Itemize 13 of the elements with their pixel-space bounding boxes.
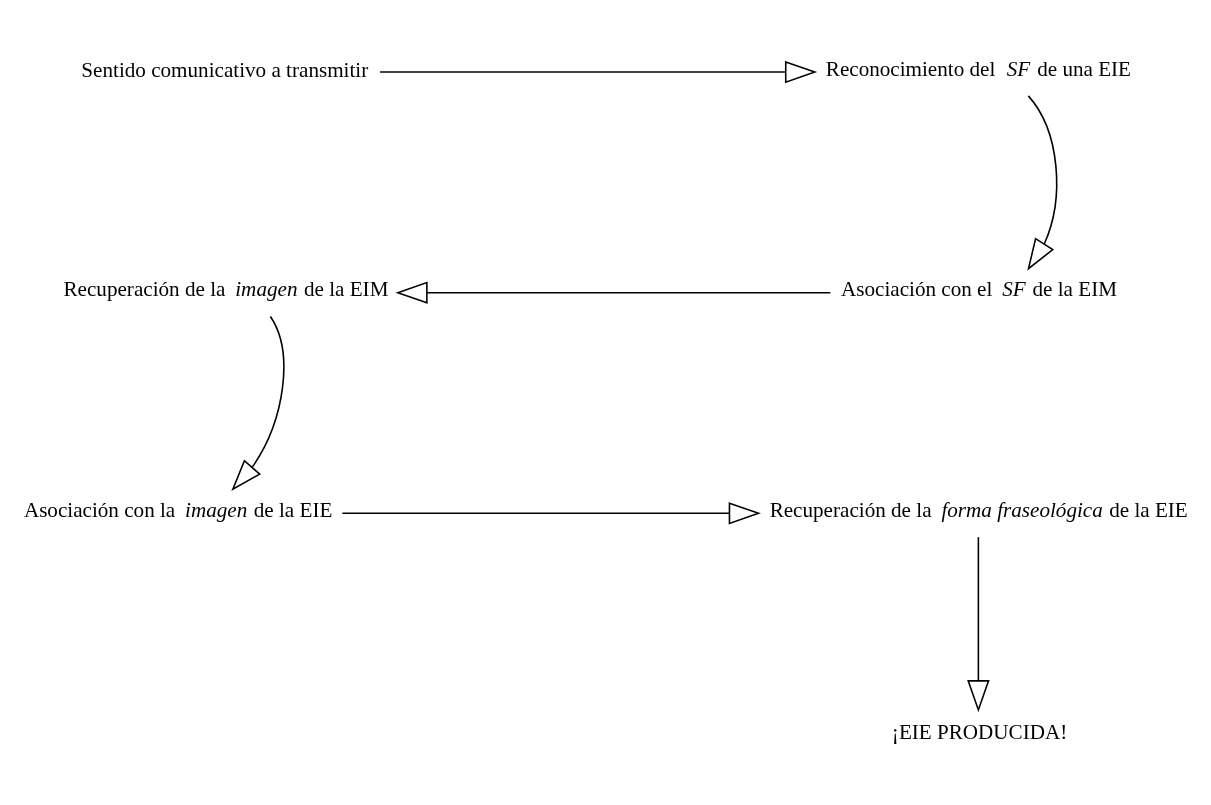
arrow (967, 535, 990, 712)
arrow (395, 280, 832, 304)
arrow (1027, 94, 1058, 271)
node-text: ¡EIE PRODUCIDA! (891, 719, 1068, 744)
node-text: Sentido comunicativo a transmitir (81, 57, 369, 82)
arrow (341, 501, 761, 525)
arrow (231, 315, 285, 491)
node-text: Reconocimiento del SF de una EIE (825, 56, 1132, 81)
arrow (379, 60, 818, 83)
node-text: Asociación con la imagen de la EIE (23, 497, 333, 522)
node-text: Asociación con el SF de la EIM (840, 276, 1118, 301)
node-text: Recuperación de la imagen de la EIM (63, 276, 389, 301)
node-text: Recuperación de la forma fraseológica de la EIE (769, 497, 1188, 522)
